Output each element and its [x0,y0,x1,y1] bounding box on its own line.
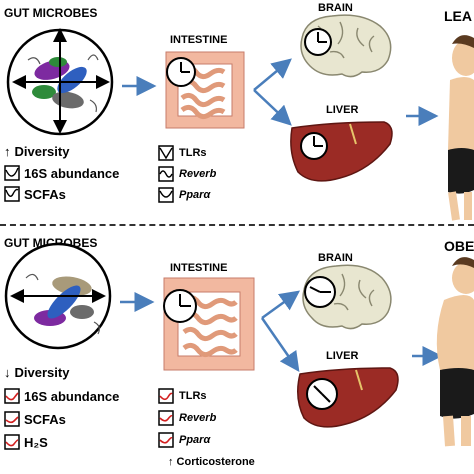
down-arrow-icon: ↓ [4,365,11,380]
top-marker-scfas: SCFAs [4,186,66,202]
bottom-intestine-label: INTESTINE [170,262,228,274]
wave-box-icon [158,166,174,182]
bottom-marker-h2s: H₂S [4,434,48,450]
wave-box-icon [4,165,20,181]
bottom-gene-reverb: Reverb [158,410,216,426]
top-intestine-icon [165,51,245,129]
top-marker-16s: 16S abundance [4,165,119,181]
top-lean-person-icon [448,35,474,221]
bottom-microbe-circle [4,242,112,350]
bottom-brain-icon [302,264,392,330]
bottom-microbes-label: GUT MICROBES [4,236,98,250]
red-wave-box-icon [4,388,20,404]
wave-box-icon [158,187,174,203]
top-liver-label: LIVER [326,104,359,116]
top-state-label: LEA [444,8,472,24]
bottom-liver-icon [297,367,399,428]
top-gene-reverb: Reverb [158,166,216,182]
bottom-gene-ppara: Pparα [158,432,210,448]
bottom-marker-scfas: SCFAs [4,411,66,427]
red-wave-box-icon [158,410,174,426]
red-wave-box-icon [158,432,174,448]
red-wave-box-icon [4,411,20,427]
bottom-marker-16s: 16S abundance [4,388,119,404]
top-brain-label: BRAIN [318,2,353,14]
top-liver-icon [290,121,393,182]
up-arrow-icon: ↑ [4,144,11,159]
top-brain-icon [300,14,392,78]
bottom-intestine-icon [163,277,255,371]
bottom-obese-person-icon [436,257,474,447]
top-gene-tlrs: TLRs [158,145,207,161]
bottom-liver-label: LIVER [326,350,359,362]
bottom-footnote: ↑ Corticosterone [168,456,255,468]
panel-divider [0,224,474,226]
bottom-gene-tlrs: TLRs [158,388,207,404]
red-wave-box-icon [4,434,20,450]
bottom-state-label: OBE [444,238,474,254]
top-microbes-label: GUT MICROBES [4,6,98,20]
wave-box-icon [4,186,20,202]
top-marker-diversity: ↑ Diversity [4,144,70,159]
wave-box-icon [158,145,174,161]
top-microbe-circle [6,28,114,136]
top-intestine-label: INTESTINE [170,34,228,46]
bottom-brain-label: BRAIN [318,252,353,264]
top-gene-ppara: Pparα [158,187,210,203]
bottom-marker-diversity: ↓ Diversity [4,365,70,380]
red-wave-box-icon [158,388,174,404]
